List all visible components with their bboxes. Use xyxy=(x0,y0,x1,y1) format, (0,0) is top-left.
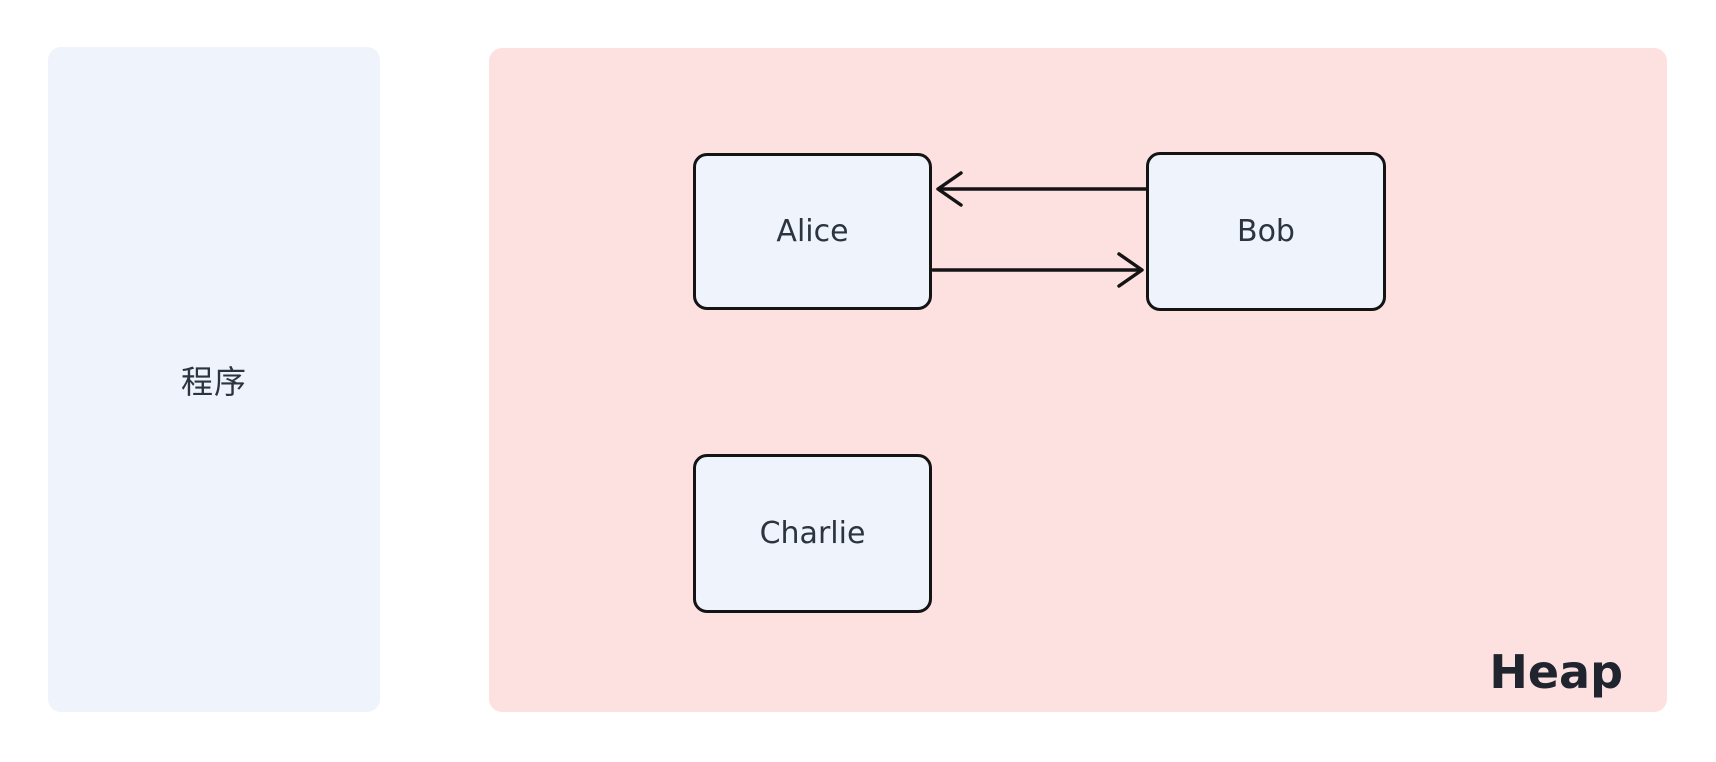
program-panel-label: 程序 xyxy=(180,362,247,401)
heap-panel: Heap xyxy=(489,48,1667,712)
heap-panel-label: Heap xyxy=(1489,645,1623,700)
node-charlie: Charlie xyxy=(693,454,932,613)
program-panel: 程序 xyxy=(48,47,380,712)
node-bob: Bob xyxy=(1146,152,1386,311)
node-alice: Alice xyxy=(693,153,932,310)
node-charlie-label: Charlie xyxy=(759,516,866,551)
node-bob-label: Bob xyxy=(1237,214,1295,249)
node-alice-label: Alice xyxy=(776,214,849,249)
